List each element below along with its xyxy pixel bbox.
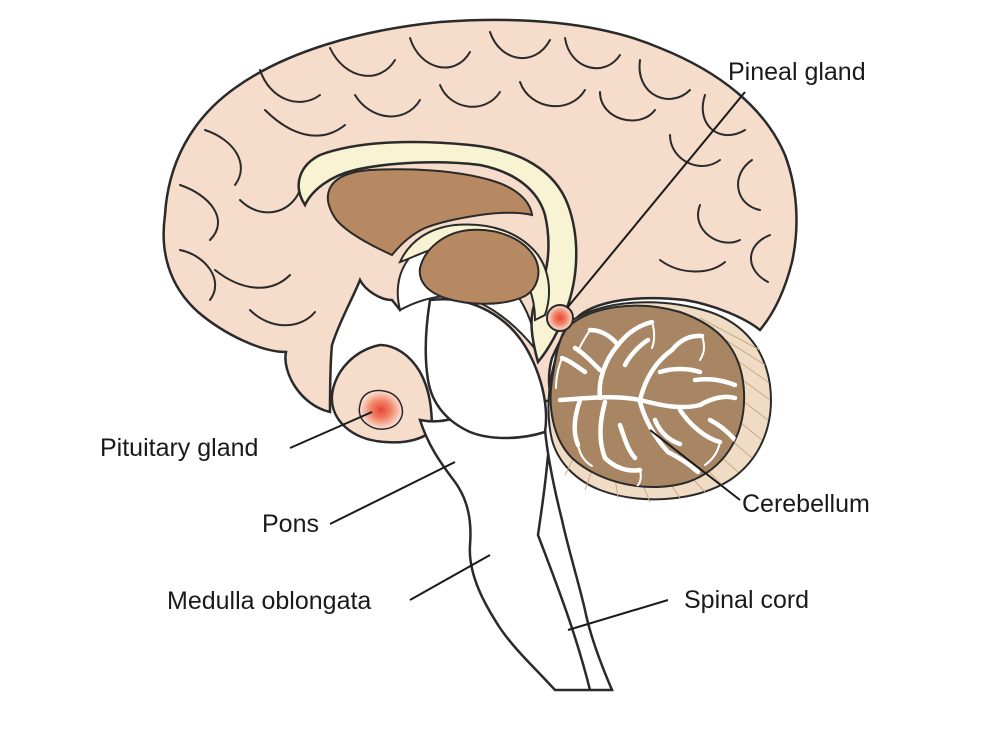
pituitary-gland [358, 389, 404, 430]
leader-cerebellum [649, 429, 741, 501]
label-pineal-gland: Pineal gland [728, 58, 866, 86]
corpus-callosum [297, 140, 578, 365]
leader-spinal [567, 599, 669, 631]
lateral-ventricle [326, 168, 534, 257]
leader-lines [289, 91, 746, 631]
label-medulla-oblongata: Medulla oblongata [167, 587, 372, 615]
label-cerebellum: Cerebellum [742, 490, 870, 518]
pons [424, 298, 548, 440]
gyri-folds [179, 31, 771, 327]
label-pituitary-gland: Pituitary gland [100, 434, 259, 462]
label-pons: Pons [262, 510, 319, 538]
spinal-cord [536, 454, 592, 691]
leader-pituitary [289, 411, 373, 449]
thalamus [418, 228, 540, 305]
cerebellum [549, 304, 746, 488]
leader-pineal [566, 91, 746, 309]
leader-medulla [409, 554, 491, 601]
leader-pons [329, 461, 456, 525]
label-spinal-cord: Spinal cord [684, 586, 810, 614]
pineal-gland [546, 304, 574, 332]
